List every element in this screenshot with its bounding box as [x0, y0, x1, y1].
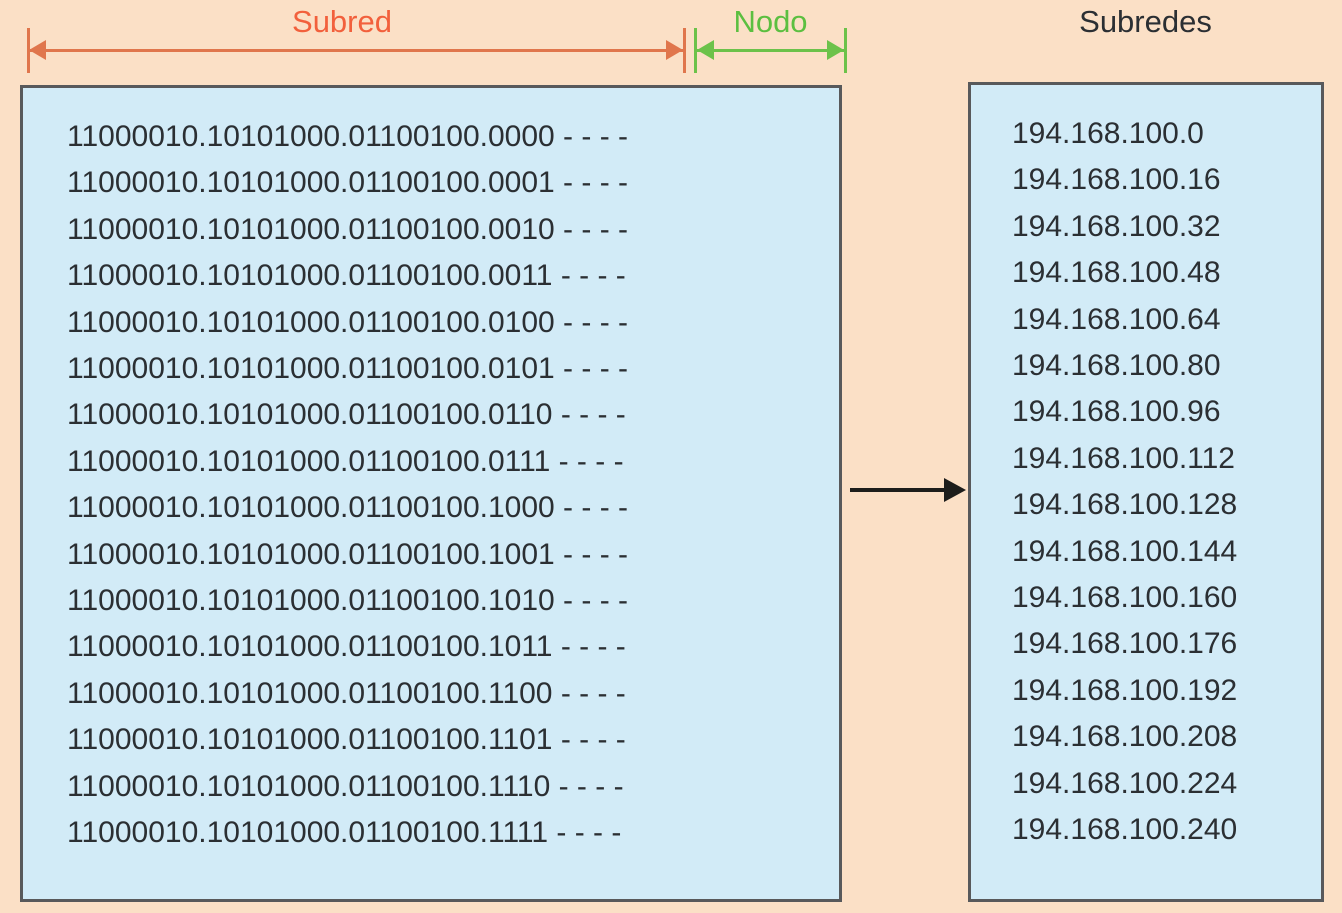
binary-row: 11000010.10101000.01100100.0100 - - - - [67, 305, 629, 339]
node-right-arrow-icon [827, 40, 844, 60]
binary-row: 11000010.10101000.01100100.1110 - - - - [67, 769, 624, 803]
binary-row: 11000010.10101000.01100100.1000 - - - - [67, 491, 629, 525]
subnet-addresses-panel: 194.168.100.0 194.168.100.16 194.168.100… [968, 82, 1324, 902]
mapping-arrow-line [850, 488, 950, 492]
subnet-span-label: Subred [292, 4, 392, 39]
binary-row: 11000010.10101000.01100100.1111 - - - - [67, 816, 622, 850]
node-span-start-tick [694, 28, 697, 73]
subnet-row: 194.168.100.48 [1012, 256, 1221, 290]
subnet-row: 194.168.100.16 [1012, 163, 1221, 197]
subnet-right-arrow-icon [666, 40, 683, 60]
binary-rows-list: 11000010.10101000.01100100.0000 - - - - … [23, 88, 839, 899]
binary-row: 11000010.10101000.01100100.0101 - - - - [67, 352, 629, 386]
binary-row: 11000010.10101000.01100100.0111 - - - - [67, 444, 624, 478]
subnet-row: 194.168.100.144 [1012, 534, 1238, 568]
subnet-left-arrow-icon [29, 40, 46, 60]
binary-row: 11000010.10101000.01100100.0010 - - - - [67, 212, 629, 246]
binary-row: 11000010.10101000.01100100.1010 - - - - [67, 584, 629, 618]
binary-row: 11000010.10101000.01100100.0110 - - - - [67, 398, 626, 432]
subnet-row: 194.168.100.160 [1012, 581, 1238, 615]
mapping-arrow-icon [944, 478, 966, 502]
subnet-row: 194.168.100.64 [1012, 302, 1221, 336]
subnet-row: 194.168.100.192 [1012, 673, 1238, 707]
binary-addresses-panel: 11000010.10101000.01100100.0000 - - - - … [20, 85, 842, 902]
binary-row: 11000010.10101000.01100100.0001 - - - - [67, 166, 629, 200]
subnet-rows-list: 194.168.100.0 194.168.100.16 194.168.100… [971, 85, 1321, 899]
subnet-row: 194.168.100.128 [1012, 488, 1238, 522]
binary-row: 11000010.10101000.01100100.1001 - - - - [67, 537, 629, 571]
subnet-row: 194.168.100.208 [1012, 720, 1238, 754]
node-span-end-tick [844, 28, 847, 73]
node-span-line [696, 49, 844, 52]
binary-row: 11000010.10101000.01100100.1100 - - - - [67, 676, 626, 710]
subnet-row: 194.168.100.80 [1012, 349, 1221, 383]
subnet-span-line [29, 49, 683, 52]
node-span-label: Nodo [733, 4, 808, 39]
subnet-row: 194.168.100.240 [1012, 813, 1238, 847]
subnet-row: 194.168.100.112 [1012, 441, 1235, 475]
subnet-row: 194.168.100.32 [1012, 209, 1221, 243]
subnet-span-end-tick [683, 28, 686, 73]
subnets-panel-title: Subredes [1079, 4, 1212, 39]
subnet-span-start-tick [27, 28, 30, 73]
binary-row: 11000010.10101000.01100100.0011 - - - - [67, 259, 626, 293]
binary-row: 11000010.10101000.01100100.1101 - - - - [67, 723, 626, 757]
node-left-arrow-icon [697, 40, 714, 60]
subnet-row: 194.168.100.176 [1012, 627, 1238, 661]
binary-row: 11000010.10101000.01100100.0000 - - - - [67, 120, 629, 153]
subnet-row: 194.168.100.224 [1012, 766, 1238, 800]
subnet-row: 194.168.100.0 [1012, 117, 1204, 150]
subnet-row: 194.168.100.96 [1012, 395, 1221, 429]
binary-row: 11000010.10101000.01100100.1011 - - - - [67, 630, 626, 664]
